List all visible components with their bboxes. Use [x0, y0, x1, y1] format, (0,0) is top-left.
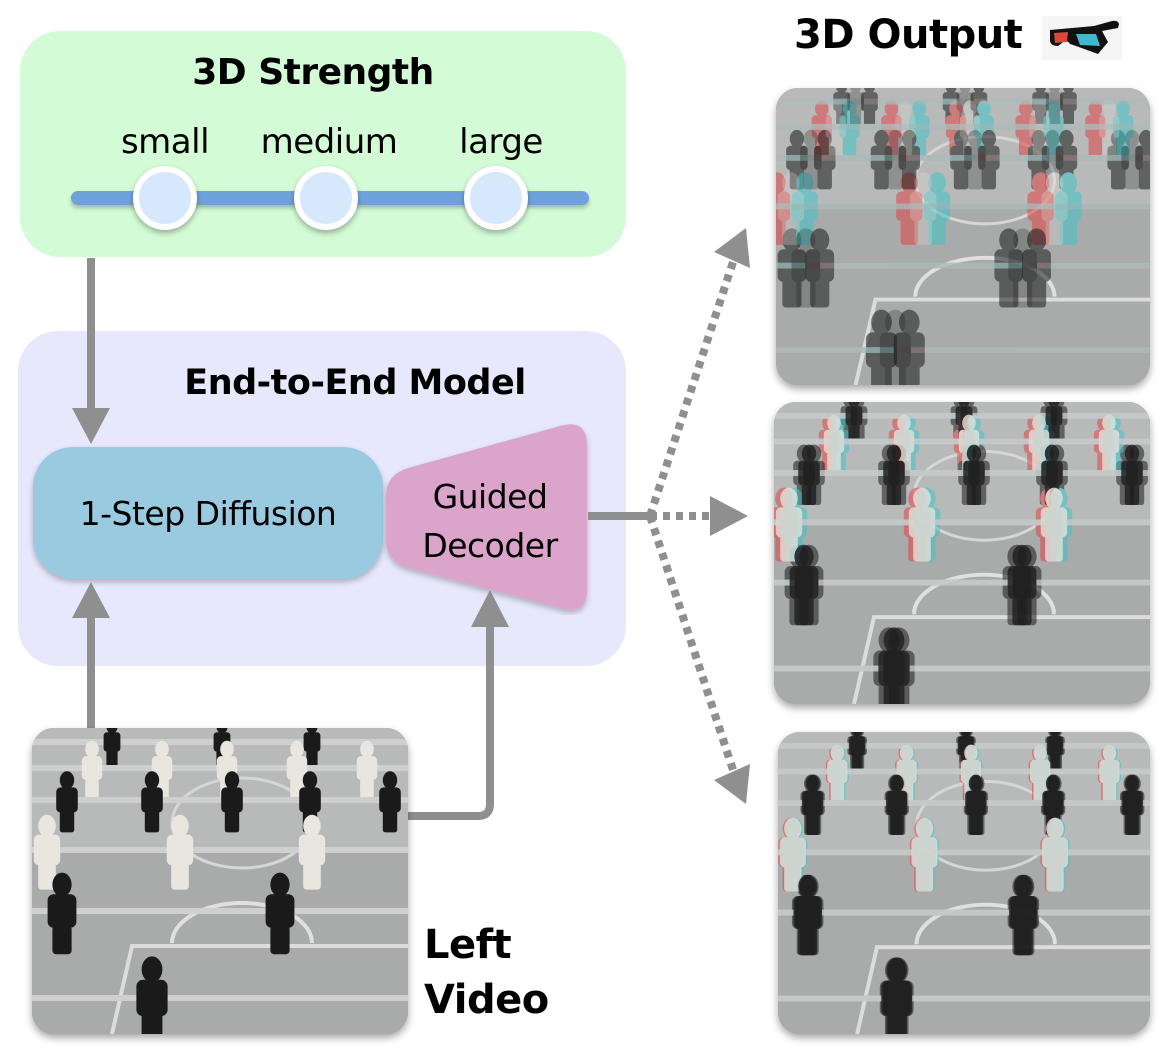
arrowhead-video-to-diffusion	[72, 582, 110, 618]
level-label-small: small	[120, 122, 210, 162]
arrowhead-video-to-decoder	[471, 590, 509, 627]
strength-title: 3D Strength	[192, 52, 434, 93]
decoder-label-line2: Decoder	[422, 526, 558, 565]
arrowhead-to-output-small	[714, 764, 750, 804]
output-medium-image	[774, 402, 1150, 704]
decoder-label-line1: Guided	[432, 477, 548, 516]
level-label-medium: medium	[260, 122, 398, 162]
output-small-image	[778, 732, 1150, 1034]
decoder-block	[386, 424, 587, 610]
left-video-label: Left Video	[424, 918, 549, 1028]
diffusion-block: 1-Step Diffusion	[33, 447, 383, 579]
left-video-image	[32, 728, 408, 1034]
output-image-medium	[774, 402, 1150, 704]
output-large-image	[776, 88, 1150, 385]
arrowhead-to-output-medium	[710, 496, 748, 536]
model-title: End-to-End Model	[184, 363, 526, 403]
output-image-large	[776, 88, 1150, 385]
arrowhead-strength-to-diffusion	[72, 408, 110, 444]
output-title: 3D Output	[794, 12, 1023, 58]
strength-knob-large[interactable]	[464, 166, 528, 230]
output-image-small	[778, 732, 1150, 1034]
left-video-frame	[32, 728, 408, 1034]
left-video-label-line2: Video	[424, 977, 549, 1023]
arrow-to-output-large	[646, 260, 737, 518]
arrow-video-to-decoder	[408, 622, 494, 820]
arrowhead-to-output-large	[714, 228, 750, 268]
left-video-label-line1: Left	[424, 922, 512, 968]
arrow-to-output-small	[646, 514, 737, 772]
level-label-large: large	[459, 122, 543, 162]
strength-knob-medium[interactable]	[294, 166, 358, 230]
anaglyph-3d-glasses-icon	[1042, 16, 1122, 60]
diffusion-label: 1-Step Diffusion	[79, 493, 337, 533]
strength-knob-small[interactable]	[133, 166, 197, 230]
decoder-label: Guided Decoder	[395, 472, 585, 570]
